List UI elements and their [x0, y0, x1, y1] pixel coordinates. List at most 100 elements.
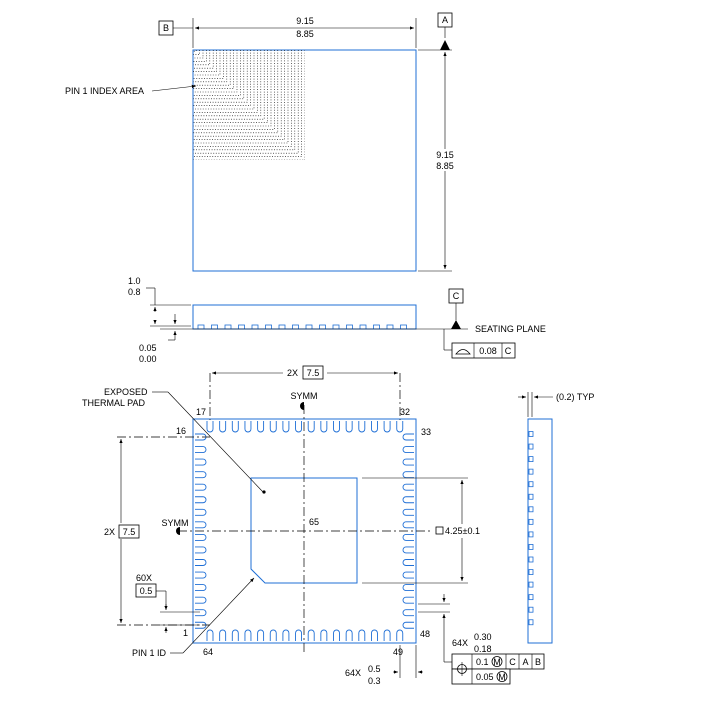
lead-left	[195, 483, 207, 491]
lead-right	[402, 496, 414, 504]
lead-left	[195, 521, 207, 529]
lead-right	[402, 609, 414, 617]
lead-right	[402, 621, 414, 629]
lead-top	[231, 421, 239, 433]
width-max-label: 9.15	[296, 16, 314, 26]
edge-lead	[528, 481, 534, 488]
side-lead	[305, 324, 313, 330]
pin1-id-label: PIN 1 ID	[132, 648, 167, 658]
edge-lead	[528, 569, 534, 575]
standoff-min: 0.00	[139, 354, 157, 364]
lead-bottom	[244, 629, 252, 641]
lead-left	[195, 609, 207, 617]
lead-bottom	[269, 629, 277, 641]
pin1-index-area-label: PIN 1 INDEX AREA	[65, 86, 144, 96]
lead-bottom	[257, 629, 265, 641]
left-span-prefix: 2X	[104, 527, 115, 537]
exposed-pad-label-2: THERMAL PAD	[82, 398, 146, 408]
edge-lead	[528, 518, 534, 525]
lead-left	[195, 571, 207, 579]
side-lead	[373, 324, 380, 330]
lead-top	[282, 421, 290, 433]
lead-top	[320, 421, 328, 433]
lead-top	[383, 421, 391, 433]
side-lead	[211, 324, 218, 330]
lead-right	[402, 559, 414, 566]
lead-right	[402, 446, 414, 453]
tol1-value: 0.1	[476, 657, 489, 667]
edge-lead	[528, 544, 534, 550]
side-lead	[346, 324, 353, 330]
pin-33-label: 33	[421, 427, 431, 437]
lead-left	[195, 471, 207, 479]
surface-profile-icon	[455, 349, 471, 355]
standoff-max: 0.05	[139, 343, 157, 353]
edge-lead	[528, 556, 534, 563]
lead-left	[195, 508, 207, 516]
exposed-thermal-pad	[250, 477, 358, 584]
lead-bottom	[333, 629, 340, 641]
pad-size-value: 4.25±0.1	[445, 526, 480, 536]
edge-lead	[528, 443, 534, 450]
exposed-pad-leader	[167, 391, 264, 493]
tol1-datum-c: C	[509, 657, 516, 667]
side-lead	[251, 324, 259, 330]
flatness-value: 0.08	[479, 346, 497, 356]
edge-lead	[528, 606, 534, 613]
bottom-leads	[195, 421, 414, 641]
edge-lead	[528, 456, 534, 463]
lead-top	[219, 421, 227, 433]
side-view: 1.0 0.8 0.05 0.00 C SEATING PLANE 0.08 C	[128, 276, 546, 364]
datum-c-label: C	[453, 291, 460, 301]
height-max-label: 9.15	[436, 150, 454, 160]
symm-left-icon	[176, 527, 180, 535]
tol1-datum-b: B	[535, 657, 541, 667]
edge-lead	[528, 431, 534, 437]
pin1-index-area-hatch	[193, 50, 305, 160]
edge-lead	[528, 506, 534, 513]
left-span-value: 7.5	[123, 527, 136, 537]
pitch-prefix: 60X	[136, 573, 152, 583]
seating-plane-label: SEATING PLANE	[475, 324, 546, 334]
lead-bottom	[371, 629, 378, 641]
lead-right	[402, 521, 414, 529]
package-body-edge	[527, 418, 553, 644]
square-symbol	[435, 526, 444, 535]
side-lead	[332, 324, 340, 330]
package-body-top	[192, 49, 417, 272]
width-min-label: 8.85	[296, 29, 314, 39]
side-lead	[292, 324, 299, 330]
symm-top-label: SYMM	[291, 391, 318, 401]
top-span-prefix: 2X	[287, 368, 298, 378]
top-span-basic-box	[302, 365, 324, 380]
lead-top	[358, 421, 366, 433]
side-lead	[238, 324, 245, 330]
lead-left	[195, 546, 207, 554]
lead-bottom	[231, 629, 239, 641]
lead-width-max: 0.30	[474, 632, 492, 642]
pin-32-label: 32	[400, 407, 410, 417]
edge-lead	[528, 531, 534, 538]
left-span-basic-box	[118, 524, 140, 539]
lead-right	[402, 596, 414, 604]
symm-top-icon	[300, 402, 304, 410]
height-min-label: 8.85	[436, 161, 454, 171]
lead-right	[402, 458, 414, 466]
pitch-basic-box	[135, 583, 157, 598]
pin-48-label: 48	[420, 629, 430, 639]
lead-bottom	[345, 629, 353, 641]
lead-bottom	[358, 629, 366, 641]
lead-left	[195, 496, 207, 504]
pin-16-label: 16	[176, 426, 186, 436]
lead-length-min: 0.3	[368, 676, 381, 686]
lead-bottom	[307, 629, 315, 641]
pin-17-label: 17	[196, 407, 206, 417]
typ-label: (0.2) TYP	[556, 392, 594, 402]
lead-width-prefix: 64X	[452, 638, 468, 648]
edge-lead	[528, 594, 534, 601]
datum-a-label: A	[442, 15, 448, 25]
edge-lead	[528, 468, 534, 475]
lead-top	[257, 421, 265, 433]
position-tolerance-frame: 0.1 M C A B 0.05 M	[451, 653, 545, 685]
lead-left	[195, 596, 207, 604]
